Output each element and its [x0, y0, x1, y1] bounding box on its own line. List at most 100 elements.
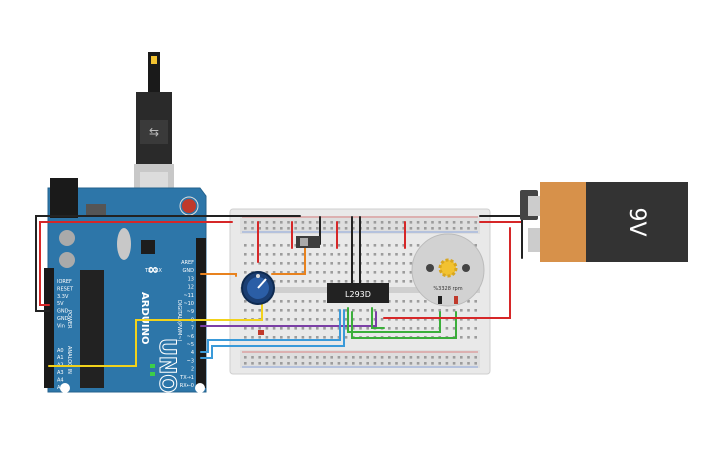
- breadboard-hole[interactable]: [366, 271, 369, 274]
- breadboard-hole[interactable]: [452, 362, 456, 365]
- breadboard-hole[interactable]: [380, 262, 384, 265]
- breadboard-hole[interactable]: [287, 271, 290, 274]
- breadboard-hole[interactable]: [265, 356, 269, 359]
- breadboard-hole[interactable]: [251, 336, 254, 339]
- breadboard-hole[interactable]: [438, 356, 441, 359]
- breadboard-hole[interactable]: [380, 309, 384, 312]
- breadboard-hole[interactable]: [452, 221, 456, 224]
- breadboard-hole[interactable]: [272, 227, 276, 230]
- breadboard-hole[interactable]: [272, 300, 276, 303]
- breadboard-hole[interactable]: [272, 327, 276, 330]
- breadboard-hole[interactable]: [294, 280, 297, 283]
- breadboard-hole[interactable]: [445, 356, 449, 359]
- breadboard-hole[interactable]: [308, 253, 312, 256]
- breadboard-hole[interactable]: [409, 362, 413, 365]
- breadboard-hole[interactable]: [301, 362, 305, 365]
- breadboard-hole[interactable]: [258, 262, 261, 265]
- breadboard-hole[interactable]: [416, 221, 420, 224]
- breadboard-hole[interactable]: [323, 271, 326, 274]
- breadboard-hole[interactable]: [308, 280, 312, 283]
- breadboard-hole[interactable]: [445, 309, 449, 312]
- breadboard-hole[interactable]: [431, 221, 434, 224]
- breadboard-hole[interactable]: [258, 309, 261, 312]
- breadboard-hole[interactable]: [373, 227, 377, 230]
- breadboard-hole[interactable]: [287, 327, 290, 330]
- breadboard-hole[interactable]: [294, 309, 297, 312]
- breadboard-hole[interactable]: [265, 227, 269, 230]
- breadboard-hole[interactable]: [431, 227, 434, 230]
- breadboard-hole[interactable]: [265, 336, 269, 339]
- breadboard-hole[interactable]: [280, 318, 283, 321]
- breadboard-hole[interactable]: [352, 253, 355, 256]
- breadboard-hole[interactable]: [308, 300, 312, 303]
- breadboard-hole[interactable]: [308, 227, 312, 230]
- breadboard-hole[interactable]: [424, 300, 427, 303]
- breadboard-hole[interactable]: [265, 271, 269, 274]
- breadboard-hole[interactable]: [460, 362, 463, 365]
- breadboard-hole[interactable]: [380, 253, 384, 256]
- breadboard-hole[interactable]: [445, 327, 449, 330]
- breadboard-hole[interactable]: [258, 356, 261, 359]
- breadboard-hole[interactable]: [409, 327, 413, 330]
- breadboard-hole[interactable]: [251, 253, 254, 256]
- breadboard-hole[interactable]: [352, 327, 355, 330]
- breadboard-hole[interactable]: [294, 356, 297, 359]
- potentiometer[interactable]: [241, 271, 275, 305]
- breadboard-hole[interactable]: [460, 356, 463, 359]
- breadboard-hole[interactable]: [424, 227, 427, 230]
- breadboard-hole[interactable]: [330, 280, 333, 283]
- breadboard-hole[interactable]: [244, 221, 247, 224]
- breadboard-hole[interactable]: [316, 300, 319, 303]
- breadboard-hole[interactable]: [301, 300, 305, 303]
- breadboard-hole[interactable]: [280, 221, 283, 224]
- wires[interactable]: [35, 215, 523, 367]
- breadboard-hole[interactable]: [416, 356, 420, 359]
- breadboard-hole[interactable]: [287, 221, 290, 224]
- breadboard-hole[interactable]: [474, 227, 477, 230]
- breadboard-hole[interactable]: [330, 356, 333, 359]
- breadboard-hole[interactable]: [373, 253, 377, 256]
- breadboard-hole[interactable]: [287, 300, 290, 303]
- breadboard-hole[interactable]: [402, 280, 405, 283]
- breadboard-hole[interactable]: [431, 309, 434, 312]
- breadboard-hole[interactable]: [316, 318, 319, 321]
- breadboard-hole[interactable]: [438, 227, 441, 230]
- breadboard-hole[interactable]: [280, 309, 283, 312]
- breadboard-hole[interactable]: [244, 356, 247, 359]
- breadboard-hole[interactable]: [244, 253, 247, 256]
- breadboard-hole[interactable]: [330, 336, 333, 339]
- breadboard-hole[interactable]: [316, 362, 319, 365]
- breadboard-hole[interactable]: [366, 309, 369, 312]
- breadboard-hole[interactable]: [244, 227, 247, 230]
- breadboard-hole[interactable]: [251, 262, 254, 265]
- breadboard-hole[interactable]: [388, 244, 391, 247]
- breadboard-hole[interactable]: [467, 227, 470, 230]
- breadboard-hole[interactable]: [467, 327, 470, 330]
- breadboard-hole[interactable]: [337, 280, 341, 283]
- breadboard-hole[interactable]: [280, 362, 283, 365]
- breadboard-hole[interactable]: [416, 318, 420, 321]
- breadboard-hole[interactable]: [395, 309, 398, 312]
- breadboard-hole[interactable]: [337, 271, 341, 274]
- breadboard-hole[interactable]: [395, 253, 398, 256]
- breadboard-hole[interactable]: [251, 244, 254, 247]
- breadboard-hole[interactable]: [388, 362, 391, 365]
- breadboard-hole[interactable]: [373, 356, 377, 359]
- breadboard-hole[interactable]: [308, 318, 312, 321]
- breadboard-hole[interactable]: [373, 280, 377, 283]
- l293d-chip[interactable]: L293D: [327, 283, 389, 303]
- breadboard-hole[interactable]: [467, 300, 470, 303]
- breadboard-hole[interactable]: [301, 280, 305, 283]
- breadboard-hole[interactable]: [258, 362, 261, 365]
- breadboard-hole[interactable]: [280, 244, 283, 247]
- breadboard-hole[interactable]: [344, 280, 348, 283]
- breadboard-hole[interactable]: [344, 327, 348, 330]
- breadboard-hole[interactable]: [467, 362, 470, 365]
- breadboard-hole[interactable]: [416, 362, 420, 365]
- breadboard-hole[interactable]: [323, 336, 326, 339]
- breadboard-hole[interactable]: [395, 327, 398, 330]
- breadboard-hole[interactable]: [373, 362, 377, 365]
- breadboard-hole[interactable]: [460, 327, 463, 330]
- breadboard-hole[interactable]: [308, 336, 312, 339]
